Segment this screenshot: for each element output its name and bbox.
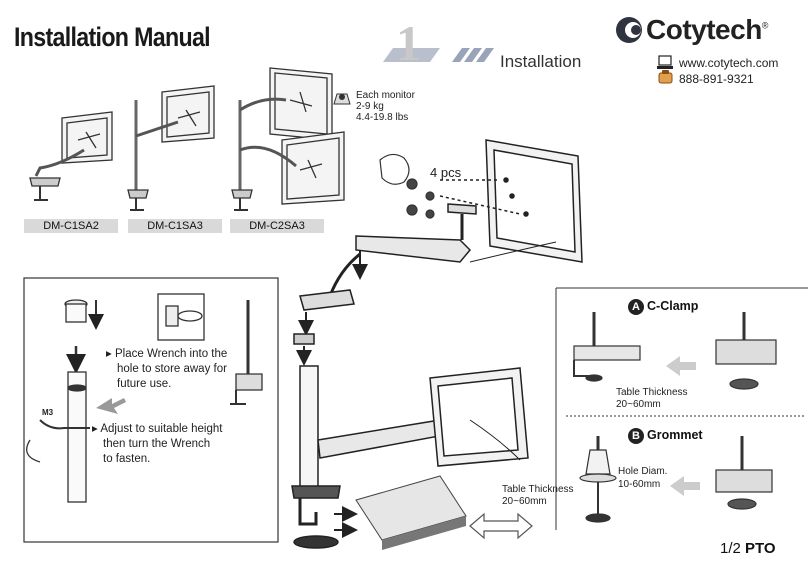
website-link[interactable]: www.cotytech.com — [679, 56, 779, 70]
cotytech-logo-icon — [616, 17, 642, 43]
m3-label: M3 — [42, 408, 54, 417]
step1-line1: Place Wrench into the — [114, 348, 228, 360]
phone-icon — [658, 70, 673, 84]
step2-line1: Adjust to suitable height — [100, 423, 223, 435]
option-panel — [555, 287, 808, 530]
instruction-step-1: ▸ Place Wrench into the hole to store aw… — [106, 347, 227, 392]
monitor-large-top — [299, 139, 583, 311]
model-dm-c2sa3 — [231, 67, 345, 211]
monitor-icon — [657, 55, 673, 69]
model-label-1: DM-C1SA2 — [24, 219, 118, 233]
weight-icon — [333, 93, 351, 105]
brand-name: Cotytech® — [646, 14, 768, 46]
option-a-thickness-range: 20~60mm — [616, 399, 661, 410]
table-thickness-label: Table Thickness — [502, 484, 574, 495]
play-icon: ▸ — [106, 348, 112, 360]
step1-line3: future use. — [117, 378, 172, 390]
brand-text: Cotytech — [646, 14, 762, 45]
option-a-letter: A — [628, 299, 644, 315]
step2-line3: to fasten. — [103, 453, 151, 465]
step-label: Installation — [500, 52, 582, 71]
pole-assembly — [291, 312, 529, 549]
spec-line-3: 4.4-19.8 lbs — [356, 112, 409, 123]
manual-title: Installation Manual — [14, 22, 211, 52]
hand-with-screws — [379, 153, 435, 219]
grommet-illustration — [579, 436, 773, 523]
spec-line-2: 2-9 kg — [356, 101, 384, 112]
page-number: 1/2 PTO — [720, 540, 776, 557]
pto-label: PTO — [745, 540, 776, 557]
step1-line2: hole to store away for — [117, 363, 227, 375]
model-label-2: DM-C1SA3 — [128, 219, 222, 233]
option-a-text: C-Clamp — [647, 299, 699, 313]
wrench-illustrations — [26, 293, 263, 503]
header-stripes — [383, 48, 494, 62]
model-dm-c1sa3 — [127, 85, 215, 211]
instruction-step-2: ▸ Adjust to suitable height then turn th… — [92, 422, 222, 467]
instruction-panel — [23, 277, 279, 543]
page-fraction: 1/2 — [720, 540, 741, 557]
option-b-hole-label: Hole Diam. — [618, 466, 668, 477]
option-b-text: Grommet — [647, 428, 703, 442]
model-label-3: DM-C2SA3 — [230, 219, 324, 233]
model-dm-c1sa2 — [29, 111, 113, 201]
table-slab — [355, 475, 467, 550]
option-a-thickness-label: Table Thickness — [616, 387, 688, 398]
step2-line2: then turn the Wrench — [103, 438, 211, 450]
screws-count: 4 pcs — [430, 165, 462, 180]
option-b-letter: B — [628, 428, 644, 444]
c-clamp-illustration — [573, 312, 777, 390]
table-thickness-range: 20~60mm — [502, 496, 547, 507]
spec-line-1: Each monitor — [356, 90, 415, 101]
brand-mark: ® — [761, 20, 769, 31]
option-b-hole-range: 10-60mm — [618, 479, 661, 490]
step-number: 1 — [396, 15, 421, 71]
phone-number: 888-891-9321 — [679, 72, 754, 86]
double-arrow-icon — [469, 512, 533, 540]
play-icon: ▸ — [92, 423, 98, 435]
